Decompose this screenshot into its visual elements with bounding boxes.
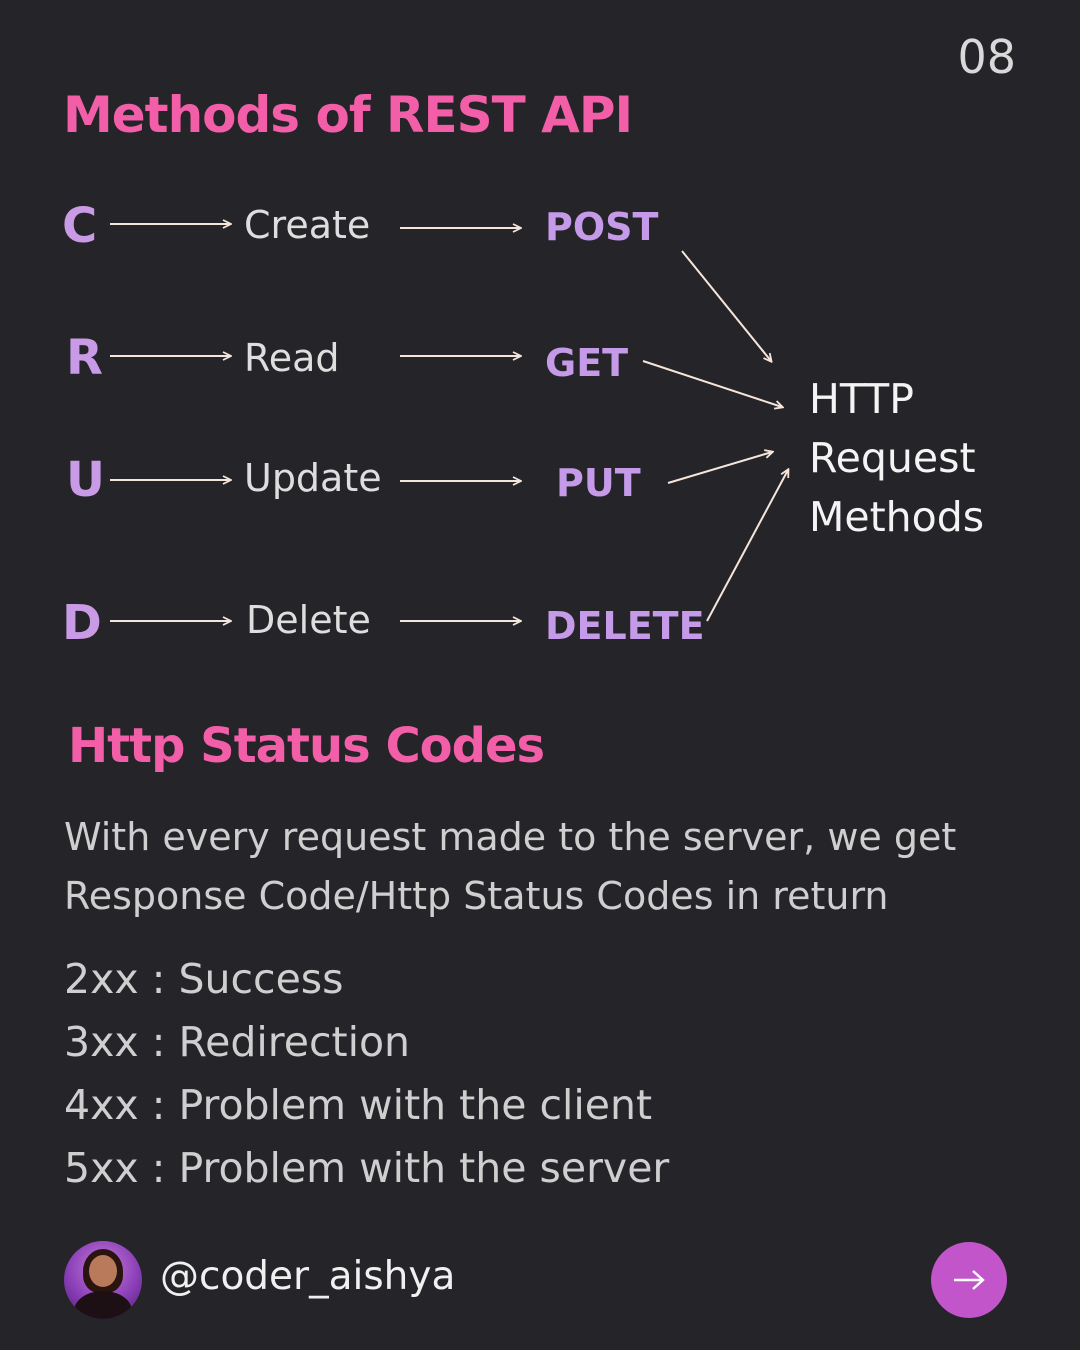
status-code-3xx: 3xx : Redirection xyxy=(64,1018,411,1066)
arrow-get-http xyxy=(642,360,782,407)
arrow-delete-http xyxy=(706,470,788,622)
arrows-layer xyxy=(110,0,1080,700)
status-code-list: 2xx : Success 3xx : Redirection 4xx : Pr… xyxy=(64,948,669,1200)
author-avatar xyxy=(64,1241,142,1319)
status-codes-title: Http Status Codes xyxy=(68,718,545,774)
http-label-line-1: HTTP xyxy=(809,375,914,423)
next-button[interactable] xyxy=(931,1242,1007,1318)
methods-title: Methods of REST API xyxy=(63,86,633,144)
method-get: GET xyxy=(545,341,629,385)
crud-letter-u: U xyxy=(66,452,105,508)
crud-word-read: Read xyxy=(244,336,340,380)
crud-word-delete: Delete xyxy=(246,598,371,642)
method-delete: DELETE xyxy=(545,604,705,648)
arrow-post-http xyxy=(681,250,771,361)
crud-word-create: Create xyxy=(244,203,371,247)
http-label-line-3: Methods xyxy=(809,493,985,541)
crud-letter-d: D xyxy=(62,595,102,651)
author-handle[interactable]: @coder_aishya xyxy=(160,1254,456,1299)
intro-line-2: Response Code/Http Status Codes in retur… xyxy=(64,874,889,918)
http-request-methods-label: HTTP Request Methods xyxy=(809,370,984,547)
crud-letter-r: R xyxy=(66,330,103,386)
crud-word-update: Update xyxy=(244,456,382,500)
method-put: PUT xyxy=(556,461,641,505)
page-number: 08 xyxy=(957,30,1016,84)
status-code-2xx: 2xx : Success xyxy=(64,955,344,1003)
arrow-put-http xyxy=(667,452,772,484)
http-label-line-2: Request xyxy=(809,434,976,482)
crud-letter-c: C xyxy=(62,198,98,254)
method-post: POST xyxy=(545,205,659,249)
status-intro: With every request made to the server, w… xyxy=(64,808,1024,926)
arrow-right-icon xyxy=(954,1270,985,1290)
status-code-5xx: 5xx : Problem with the server xyxy=(64,1144,670,1192)
intro-line-1: With every request made to the server, w… xyxy=(64,815,957,859)
status-code-4xx: 4xx : Problem with the client xyxy=(64,1081,653,1129)
